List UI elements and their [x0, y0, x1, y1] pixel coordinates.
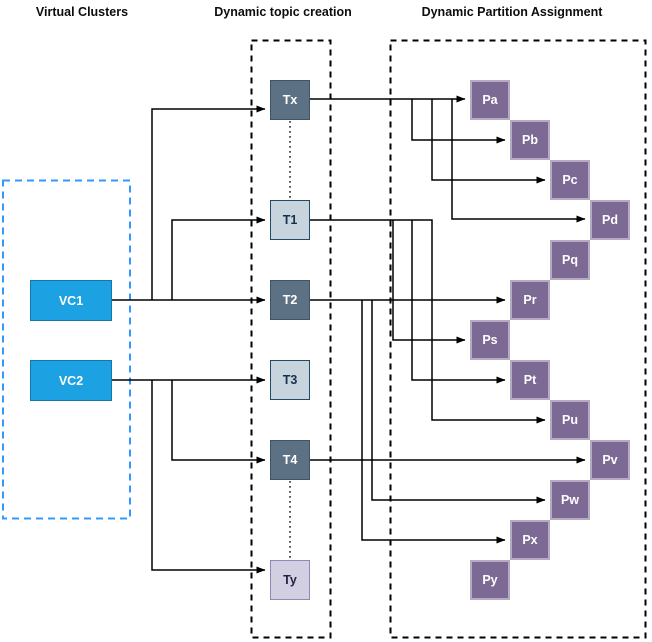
- node-ty-label: Ty: [283, 573, 297, 587]
- edge-t2-px: [361, 300, 506, 544]
- node-pd-label: Pd: [602, 213, 618, 227]
- node-vc2-label: VC2: [58, 373, 84, 388]
- edge-vc2-t4: [171, 380, 266, 464]
- edge-tx-pd: [451, 99, 586, 223]
- node-pq: Pq: [550, 240, 590, 280]
- node-t1: T1: [270, 200, 310, 240]
- node-pw: Pw: [550, 480, 590, 520]
- node-ps-label: Ps: [482, 333, 498, 347]
- edge-tx-pb: [411, 99, 506, 144]
- node-pa: Pa: [470, 80, 510, 120]
- header-dynamic-topic-creation: Dynamic topic creation: [214, 5, 352, 19]
- node-pb-label: Pb: [522, 133, 538, 147]
- node-pd: Pd: [590, 200, 630, 240]
- node-vc1: VC1: [30, 280, 112, 321]
- node-ps: Ps: [470, 320, 510, 360]
- node-pt: Pt: [510, 360, 550, 400]
- node-vc2: VC2: [30, 360, 112, 401]
- node-pb: Pb: [510, 120, 550, 160]
- node-tx-label: Tx: [282, 93, 298, 107]
- edge-t1-ps: [392, 220, 466, 344]
- edge-tx-pc: [431, 99, 546, 184]
- node-pu-label: Pu: [562, 413, 578, 427]
- edge-vc2-ty: [151, 380, 266, 574]
- node-t2-label: T2: [282, 293, 298, 307]
- node-py-label: Py: [482, 573, 498, 587]
- node-t4: T4: [270, 440, 310, 480]
- node-pr-label: Pr: [523, 293, 537, 307]
- edge-vc1-t1: [171, 216, 266, 300]
- node-py: Py: [470, 560, 510, 600]
- node-px: Px: [510, 520, 550, 560]
- header-dynamic-partition-assignment: Dynamic Partition Assignment: [421, 5, 603, 19]
- node-vc1-label: VC1: [58, 293, 84, 308]
- node-tx: Tx: [270, 80, 310, 120]
- node-pw-label: Pw: [560, 493, 580, 507]
- node-pv-label: Pv: [602, 453, 618, 467]
- node-pu: Pu: [550, 400, 590, 440]
- node-pr: Pr: [510, 280, 550, 320]
- node-pq-label: Pq: [562, 253, 578, 267]
- node-pc-label: Pc: [562, 173, 578, 187]
- node-ty: Ty: [270, 560, 310, 600]
- node-t3-label: T3: [282, 373, 298, 387]
- node-t1-label: T1: [282, 213, 298, 227]
- topic-creation-group-outline: [250, 39, 332, 639]
- node-pt-label: Pt: [523, 373, 537, 387]
- node-pv: Pv: [590, 440, 630, 480]
- node-t2: T2: [270, 280, 310, 320]
- node-pa-label: Pa: [482, 93, 498, 107]
- edge-t1-pt: [411, 220, 506, 384]
- edge-vc1-tx: [151, 105, 266, 300]
- header-virtual-clusters: Virtual Clusters: [35, 5, 129, 19]
- edge-t1-pu: [310, 219, 546, 424]
- node-pc: Pc: [550, 160, 590, 200]
- node-t3: T3: [270, 360, 310, 400]
- node-t4-label: T4: [282, 453, 298, 467]
- virtual-clusters-group-outline: [2, 179, 131, 520]
- node-px-label: Px: [522, 533, 538, 547]
- partition-assignment-group-outline: [389, 39, 647, 639]
- edge-t2-pw: [371, 300, 546, 504]
